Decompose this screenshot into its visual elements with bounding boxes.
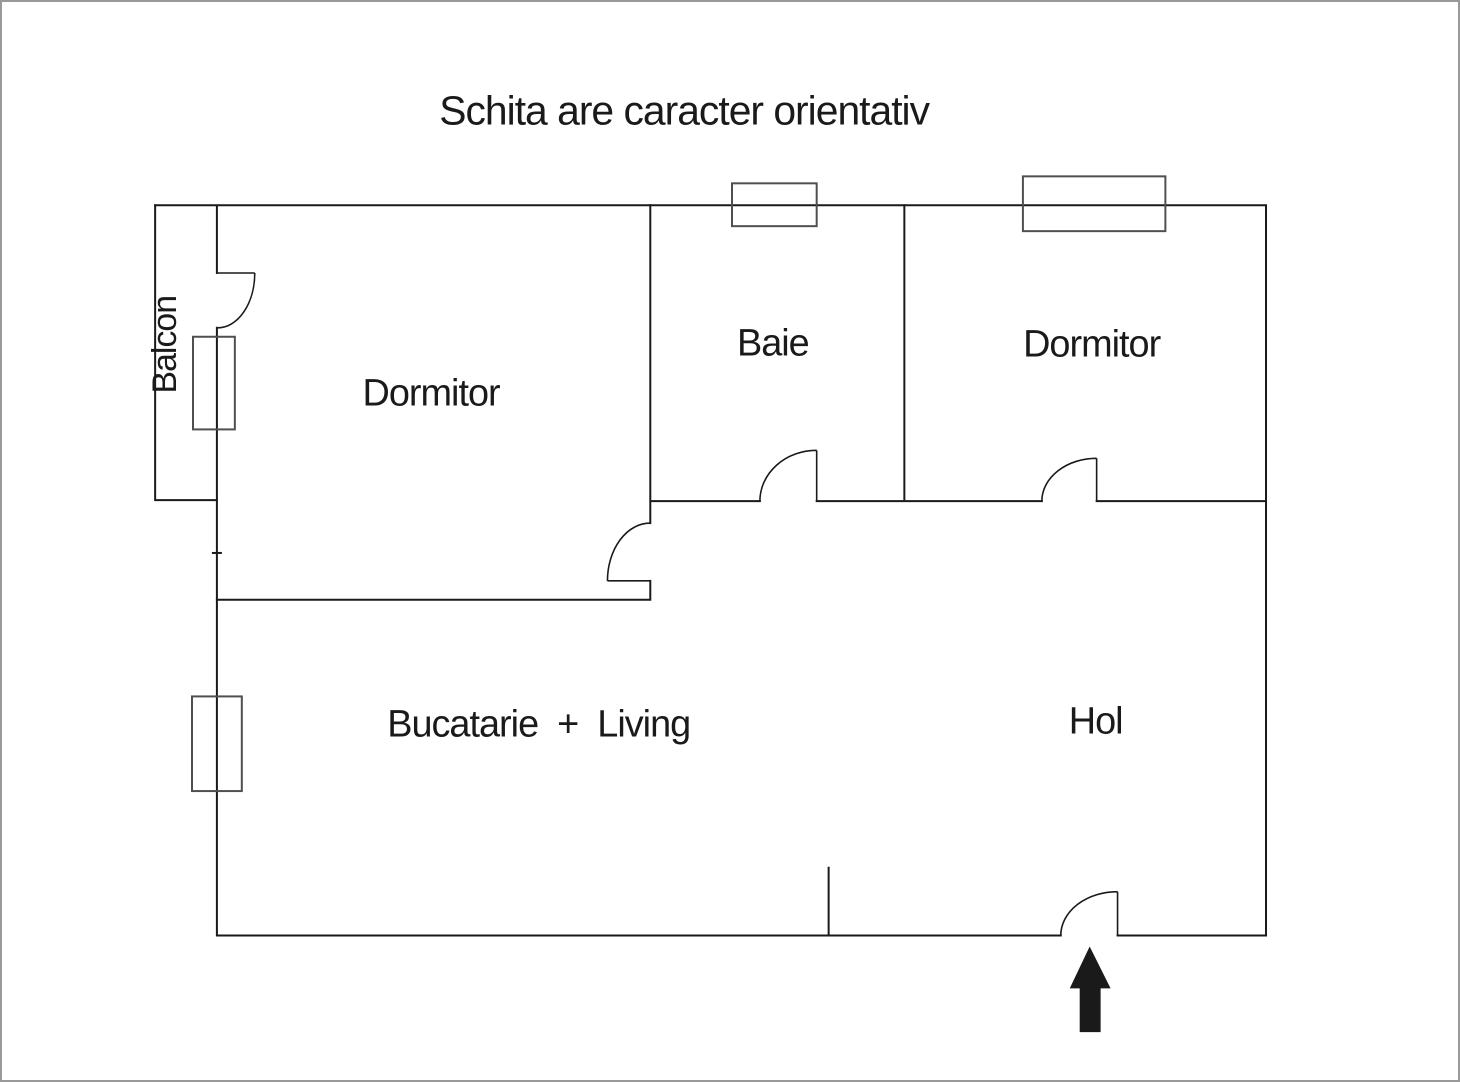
room-label-baie: Baie xyxy=(737,323,809,365)
entrance-arrow-icon xyxy=(1069,946,1111,1033)
interior-walls xyxy=(215,204,1268,937)
door-entrance xyxy=(1059,890,1119,936)
door-dormitor-left xyxy=(606,522,651,582)
door-balcon xyxy=(217,272,256,329)
window-baie xyxy=(730,182,818,228)
windows xyxy=(190,175,1167,793)
plan-title: Schita are caracter orientativ xyxy=(439,88,930,134)
door-dormitor-right xyxy=(1041,457,1098,502)
window-living xyxy=(190,695,243,793)
window-dormitor-balcon xyxy=(191,335,236,431)
room-label-balcon: Balcon xyxy=(146,296,184,394)
doors xyxy=(217,272,1119,936)
window-dormitor-right xyxy=(1021,175,1167,233)
room-label-hol: Hol xyxy=(1069,700,1123,742)
room-label-bucatarie-living: Bucatarie + Living xyxy=(387,703,690,745)
room-label-dormitor-left: Dormitor xyxy=(363,373,500,415)
room-label-dormitor-right: Dormitor xyxy=(1023,324,1160,366)
walls xyxy=(154,204,1268,937)
balcony-walls xyxy=(154,204,218,502)
outer-walls xyxy=(154,204,1268,937)
door-baie xyxy=(759,449,818,502)
